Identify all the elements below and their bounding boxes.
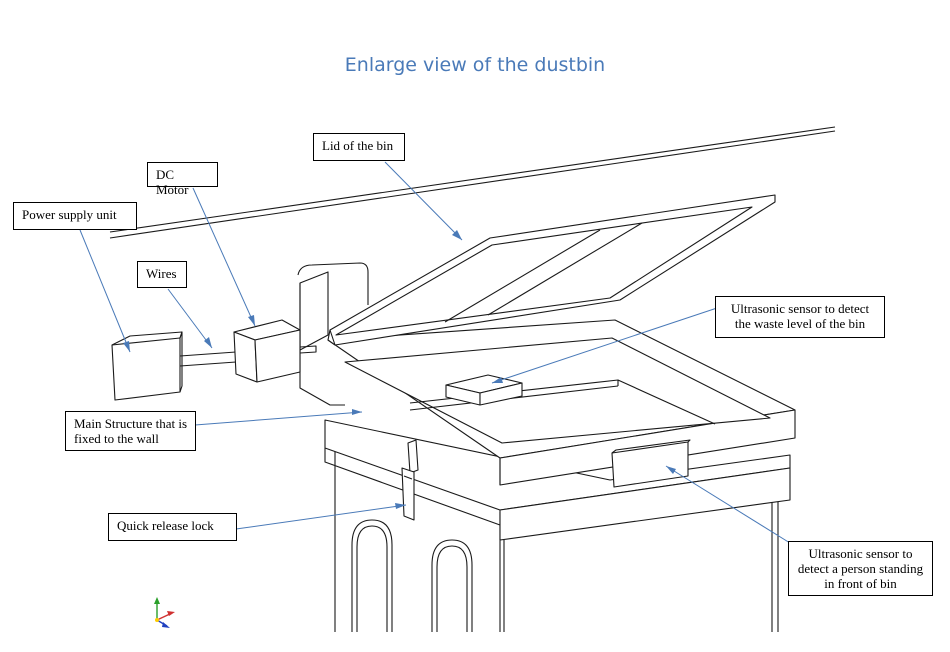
person-detect-sensor [611, 439, 691, 488]
label-power-supply: Power supply unit [13, 202, 137, 230]
leader-power-supply [79, 229, 131, 353]
label-waste-level-sensor: Ultrasonic sensor to detect the waste le… [715, 296, 885, 338]
leader-person-sensor [665, 465, 791, 544]
label-dc-motor: DC Motor [147, 162, 218, 197]
mount-plate [297, 262, 369, 406]
lid [327, 194, 776, 346]
axis-triad-icon [154, 597, 175, 628]
label-main-structure: Main Structure that is fixed to the wall [65, 411, 196, 451]
leader-dc-motor [192, 187, 256, 327]
collar-band [324, 419, 791, 541]
label-wires: Wires [137, 261, 187, 288]
leader-waste-sensor [491, 307, 718, 384]
leader-wires [167, 288, 213, 349]
wires [179, 345, 317, 367]
leader-quick-release [235, 504, 407, 530]
diagram-title: Enlarge view of the dustbin [344, 54, 606, 76]
label-person-sensor: Ultrasonic sensor to detect a person sta… [788, 541, 933, 596]
waste-level-sensor [445, 374, 523, 406]
leader-lid [384, 161, 463, 241]
label-quick-release-lock: Quick release lock [108, 513, 237, 541]
bin-body [334, 445, 779, 632]
quick-release-lock [401, 439, 419, 521]
label-lid: Lid of the bin [313, 133, 405, 161]
power-supply-unit [111, 331, 183, 401]
dc-motor [233, 319, 301, 383]
leader-lines [79, 161, 791, 544]
leader-main-structure [194, 411, 363, 426]
wall-edge [109, 126, 836, 239]
bin-top-frame [327, 319, 796, 486]
